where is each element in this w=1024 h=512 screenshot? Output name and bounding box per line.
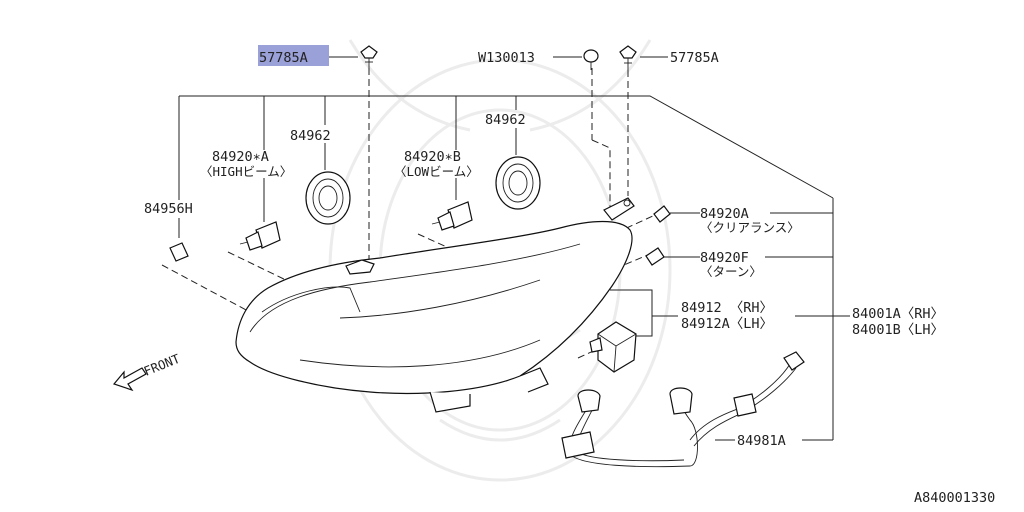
label-ballast-rh: 84912 〈RH〉 xyxy=(681,300,773,316)
clip-right-part xyxy=(619,45,637,70)
clearance-bulb-part xyxy=(653,205,671,223)
cap-right-part xyxy=(495,156,541,210)
ballast-part xyxy=(589,321,637,373)
highlight-box xyxy=(258,45,329,66)
label-cap-left: 84962 xyxy=(290,128,331,144)
grommet-part xyxy=(583,49,599,70)
label-socket: 84956H xyxy=(144,201,193,217)
label-harness: 84981A xyxy=(737,433,786,449)
label-assy-rh: 84001A〈RH〉 xyxy=(852,306,944,322)
label-high-bulb-no: 84920∗A xyxy=(212,149,269,165)
label-front: FRONT xyxy=(142,351,183,379)
low-bulb-part xyxy=(431,201,473,231)
diagram-id: A840001330 xyxy=(914,490,995,506)
front-direction-arrow xyxy=(112,367,147,392)
leader-lines xyxy=(178,56,850,441)
high-bulb-part xyxy=(239,221,281,251)
label-cap-right: 84962 xyxy=(485,112,526,128)
cap-left-part xyxy=(305,171,351,225)
label-low-bulb-desc: 〈LOWビーム〉 xyxy=(394,164,479,179)
label-clearance-no: 84920A xyxy=(700,206,749,222)
label-clip-left: 57785A xyxy=(259,50,308,66)
harness-part xyxy=(561,351,805,468)
label-low-bulb-no: 84920∗B xyxy=(404,149,461,165)
headlamp-housing xyxy=(235,197,635,413)
socket-part xyxy=(169,242,189,262)
label-clip-right: 57785A xyxy=(670,50,719,66)
label-high-bulb-desc: 〈HIGHビーム〉 xyxy=(200,164,292,179)
turn-bulb-part xyxy=(645,247,665,266)
label-ballast-lh: 84912A〈LH〉 xyxy=(681,316,773,332)
label-assy-lh: 84001B〈LH〉 xyxy=(852,322,944,338)
label-clearance-desc: 〈クリアランス〉 xyxy=(700,220,800,235)
label-turn-no: 84920F xyxy=(700,250,749,266)
label-grommet: W130013 xyxy=(478,50,535,66)
label-turn-desc: 〈ターン〉 xyxy=(700,264,762,279)
clip-left-part xyxy=(360,45,378,68)
